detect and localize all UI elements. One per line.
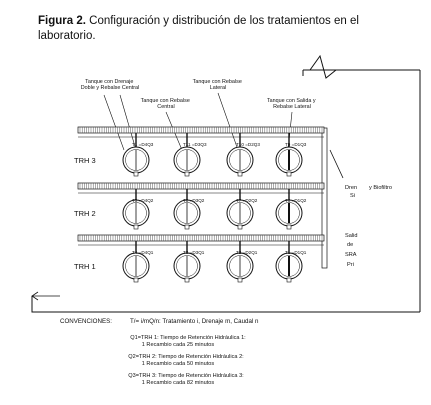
- convention-item-line1: Q2=TRH 2: Tiempo de Retención Hidráulica…: [128, 354, 244, 360]
- tank-outlet: [184, 171, 190, 177]
- right-labels: Dren y Biofiltro Si Salid de SRA Pri: [345, 185, 392, 268]
- tank-type-label: Tanque con Rebalse Lateral: [193, 79, 244, 91]
- right-label-de: de: [347, 242, 353, 248]
- room-outline: [31, 54, 421, 313]
- right-label-salid: Salid: [345, 233, 357, 239]
- convention-item-line2: 1 Recambio cada 25 minutos: [142, 342, 215, 348]
- tank-label: T8 =D3Q2: [183, 198, 205, 203]
- tank-type-label-line: Lateral: [210, 85, 226, 91]
- tank-label: T7 =D2Q2: [236, 198, 258, 203]
- tank-label: T1 =D1Q1: [285, 250, 307, 255]
- right-label-biofiltro: y Biofiltro: [369, 185, 392, 191]
- right-label-dren: Dren: [345, 185, 357, 191]
- convention-item-line2: 1 Recambio cada 50 minutos: [142, 361, 215, 367]
- tank-type-label-line: Tanque con Drenaje: [85, 79, 133, 85]
- right-label-sra: SRA: [345, 252, 357, 258]
- tank-type-label-line: Doble y Rebalse Central: [81, 85, 139, 91]
- tank-label: T2 =D2Q1: [236, 250, 258, 255]
- tank-outlet: [133, 224, 139, 230]
- tank-type-label-line: Tanque con Rebalse: [193, 79, 242, 85]
- tank-inner: [125, 255, 147, 277]
- tank-label: T4 =D4Q1: [132, 250, 154, 255]
- tank-label: T5 =D4Q2: [132, 198, 154, 203]
- row-label: TRH 3: [74, 156, 96, 165]
- tank-outlet: [286, 277, 292, 283]
- tank-outlet: [184, 224, 190, 230]
- tank-type-labels: Tanque con Drenaje Doble y Rebalse Centr…: [81, 79, 317, 110]
- tank-type-label-line: Central: [157, 104, 174, 110]
- tank-inner: [278, 255, 300, 277]
- tank-label: T3 =D3Q1: [183, 250, 205, 255]
- tanks: T1 =D4Q3 T11 =D3Q3 T10 =D2Q3 T9 =D1Q3 T5 =D4…: [122, 133, 307, 283]
- entry-arrow: [31, 291, 60, 301]
- tank-inner: [176, 149, 198, 171]
- row-labels: TRH 3 TRH 2 TRH 1: [74, 156, 96, 271]
- right-label-pri: Pri: [347, 262, 354, 268]
- tank-outlet: [286, 224, 292, 230]
- right-label-si: Si: [350, 193, 355, 199]
- tank-type-label-line: Tanque con Salida y: [267, 98, 316, 104]
- tank-label: T6 =D1Q2: [285, 198, 307, 203]
- tank-outlet: [184, 277, 190, 283]
- tank-label: T1 =D4Q3: [132, 142, 154, 147]
- tank-inner: [278, 202, 300, 224]
- tank-outlet: [133, 277, 139, 283]
- convention-item-line2: 1 Recambio cada 82 minutos: [142, 380, 215, 386]
- tank-type-label-line: Tanque con Rebalse: [141, 98, 190, 104]
- tank-label: T9 =D1Q3: [285, 142, 307, 147]
- tank-type-label: Tanque con Rebalse Central: [141, 98, 192, 110]
- figure-caption: Figura 2. Configuración y distribución d…: [38, 14, 398, 44]
- pipes: [77, 126, 328, 269]
- tank-outlet: [237, 224, 243, 230]
- tank-outlet: [237, 171, 243, 177]
- conventions-title: CONVENCIONES:: [60, 318, 112, 325]
- tank-outlet: [237, 277, 243, 283]
- caption-prefix: Figura 2.: [38, 15, 86, 27]
- tank-inner: [176, 202, 198, 224]
- conventions-legend: T/= i/mQ/n: Tratamiento i, Drenaje m, Ca…: [130, 318, 259, 325]
- tank-outlet: [286, 171, 292, 177]
- exit-arrow: [329, 149, 344, 179]
- right-manifold: [321, 127, 328, 269]
- tank-inner: [229, 255, 251, 277]
- tank-label: T10 =D2Q3: [236, 142, 260, 147]
- tank-type-label: Tanque con Salida y Rebalse Lateral: [267, 98, 317, 110]
- tank-type-label: Tanque con Drenaje Doble y Rebalse Centr…: [81, 79, 139, 91]
- convention-item-line1: Q1=TRH 1: Tiempo de Retención Hidráulica…: [130, 335, 246, 341]
- tank-type-label-line: Rebalse Lateral: [273, 104, 311, 110]
- row-label: TRH 1: [74, 262, 96, 271]
- tank-inner: [229, 202, 251, 224]
- tank-inner: [176, 255, 198, 277]
- tank-inner: [278, 149, 300, 171]
- tank-inner: [125, 149, 147, 171]
- conventions: CONVENCIONES: T/= i/mQ/n: Tratamiento i,…: [60, 318, 259, 386]
- tank-inner: [125, 202, 147, 224]
- tank-label: T11 =D3Q3: [183, 142, 207, 147]
- convention-item-line1: Q3=TRH 3: Tiempo de Retención Hidráulica…: [128, 373, 244, 379]
- row-label: TRH 2: [74, 209, 96, 218]
- tank-outlet: [133, 171, 139, 177]
- caption-text: Configuración y distribución de los trat…: [38, 15, 359, 42]
- tank-inner: [229, 149, 251, 171]
